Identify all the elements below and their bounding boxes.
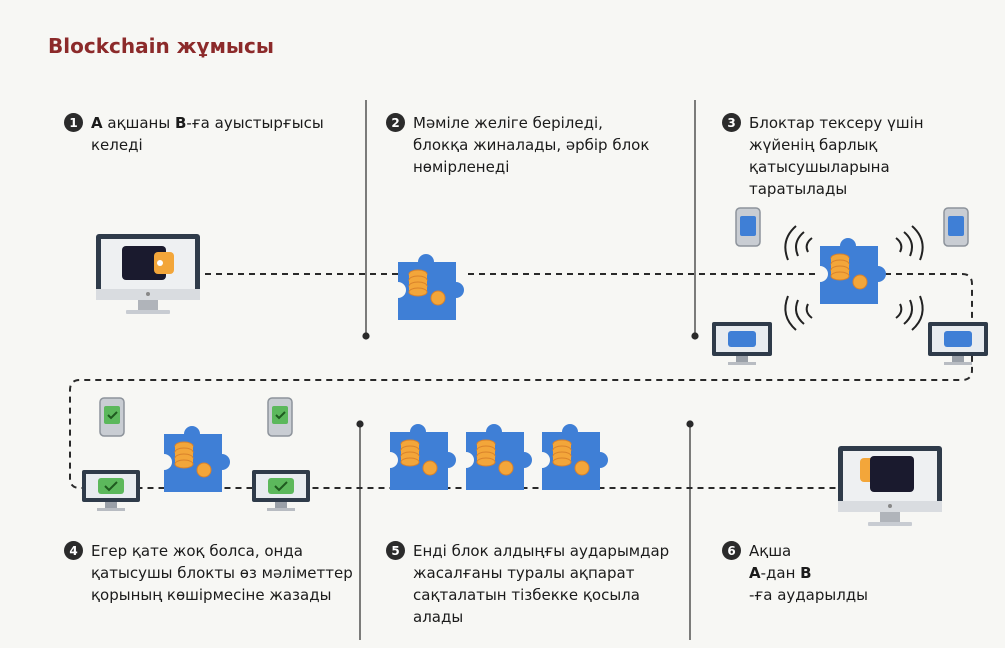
text-part: -ға аударылды — [749, 586, 869, 604]
step-text: Егер қате жоқ болса, онда қатысушы блокт… — [91, 542, 353, 604]
verified-phone — [267, 397, 293, 437]
verified-laptop — [251, 469, 311, 512]
column-separators — [356, 100, 699, 640]
step-text: Енді блок алдыңғы аударымдар жасалғаны т… — [413, 542, 670, 626]
step-text: Блоктар тексеру үшін жүйенің барлық қаты… — [749, 114, 924, 198]
sender-label: A — [749, 564, 761, 582]
sender-label: A — [91, 114, 103, 132]
text-part: -дан — [760, 564, 801, 582]
step-number: 3 — [722, 113, 741, 132]
receiver-computer — [838, 446, 942, 526]
sender-computer — [96, 234, 200, 314]
participant-laptop — [712, 322, 772, 365]
text-part: Ақша — [749, 542, 792, 560]
participant-phone — [943, 207, 969, 247]
step-text: Мәміле желіге беріледі, блокқа жиналады,… — [413, 114, 650, 176]
text-part: ақшаны — [102, 114, 175, 132]
signal-waves — [784, 225, 924, 331]
step-4: 4 Егер қате жоқ болса, онда қатысушы бло… — [64, 540, 354, 606]
step-number: 4 — [64, 541, 83, 560]
step-6: 6 Ақша A-дан B -ға аударылды — [722, 540, 922, 606]
text-part: -ға ауыстырғысы келеді — [91, 114, 324, 154]
step-text: A ақшаны B-ға ауыстырғысы келеді — [91, 112, 354, 156]
step-number: 6 — [722, 541, 741, 560]
broadcast-block — [820, 238, 886, 304]
receiver-label: B — [800, 564, 812, 582]
flow-line — [69, 273, 973, 489]
step-2: 2 Мәміле желіге беріледі, блокқа жиналад… — [386, 112, 656, 178]
step-number: 1 — [64, 113, 83, 132]
diagram-title: Blockchain жұмысы — [48, 34, 274, 58]
step-text: Ақша A-дан B -ға аударылды — [749, 540, 868, 606]
step-number: 5 — [386, 541, 405, 560]
block-chain — [390, 424, 608, 490]
receiver-label: B — [174, 114, 187, 132]
transaction-block — [398, 254, 464, 320]
verified-phone — [99, 397, 125, 437]
step-number: 2 — [386, 113, 405, 132]
verified-laptop — [81, 469, 141, 512]
verified-block — [164, 426, 230, 492]
step-3: 3 Блоктар тексеру үшін жүйенің барлық қа… — [722, 112, 972, 200]
participant-phone — [735, 207, 761, 247]
step-5: 5 Енді блок алдыңғы аударымдар жасалғаны… — [386, 540, 676, 628]
participant-laptop — [928, 322, 988, 365]
step-1: 1 A ақшаны B-ға ауыстырғысы келеді — [64, 112, 354, 156]
